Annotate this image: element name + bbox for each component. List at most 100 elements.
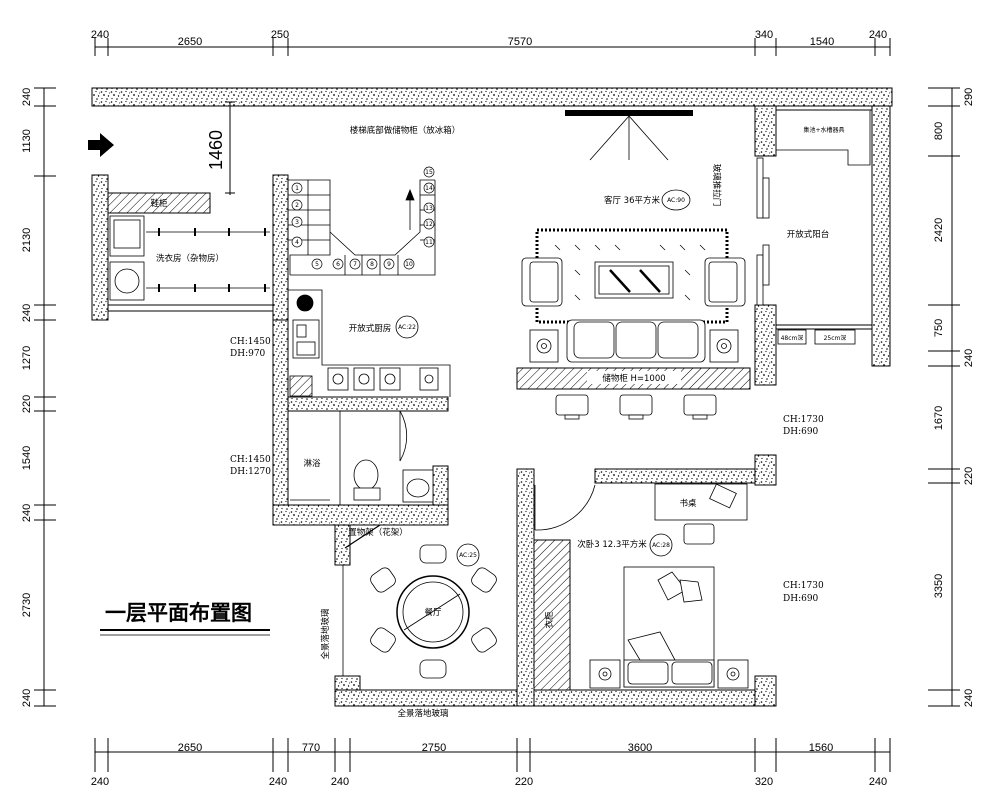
- dim-left-label: 1130: [21, 129, 33, 153]
- storage-cabinet-label: 储物柜 H=1000: [602, 373, 665, 384]
- stair-step: 1: [295, 185, 299, 192]
- dim-right-label: 1670: [933, 406, 945, 430]
- glass-wall-bottom-label: 全景落地玻璃: [397, 708, 449, 719]
- dimension-bottom-labels: 2650 770 2750 3600 1560 240 240 240 220 …: [91, 742, 887, 788]
- dim-top-label: 340: [755, 29, 773, 41]
- laundry-label: 洗衣房（杂物房）: [156, 253, 224, 264]
- kitchen-ch: CH:1450: [230, 337, 271, 347]
- stair-step: 15: [425, 169, 433, 176]
- dim-bottom-label: 220: [515, 776, 533, 788]
- kitchen-ac-badge: AC:22: [395, 315, 419, 339]
- drawing-title: 一层平面布置图: [105, 601, 252, 625]
- stair-step: 2: [295, 202, 299, 209]
- coffee-table: [594, 261, 674, 299]
- dim-bottom-label: 240: [869, 776, 887, 788]
- wardrobe-label: 衣柜: [544, 611, 555, 629]
- dimension-left-labels: 240 1130 2130 240 1270 220 1540 240 2730…: [21, 88, 33, 707]
- dim-right-label: 750: [933, 319, 945, 337]
- dim-left-label: 240: [21, 304, 33, 322]
- desk-area: [654, 483, 748, 545]
- dimension-top: [94, 38, 891, 56]
- balcony-box2: 25cm深: [824, 334, 847, 342]
- stair-step: 10: [405, 261, 413, 268]
- living-ac-badge: AC:90: [661, 189, 691, 211]
- dim-left-label: 2130: [21, 228, 33, 252]
- stair-step: 5: [315, 261, 319, 268]
- laundry-fixtures: [108, 215, 273, 312]
- bar-stools: [555, 394, 717, 420]
- bedroom-door: [534, 484, 596, 531]
- dim-left-label: 220: [21, 395, 33, 413]
- living-label: 客厅 36平方米: [604, 195, 661, 206]
- kitchen-dh: DH:970: [230, 349, 266, 359]
- stair-step: 13: [425, 205, 433, 212]
- wardrobe: [533, 539, 571, 691]
- walls: [91, 87, 893, 707]
- stair-step: 8: [370, 261, 374, 268]
- dining-ac: AC:25: [459, 552, 477, 559]
- right-ch2: CH:1730: [783, 581, 824, 591]
- dim-left-label: 240: [21, 689, 33, 707]
- dim-top-label: 250: [271, 29, 289, 41]
- stair-step: 7: [353, 261, 357, 268]
- dim-right-label: 2420: [933, 218, 945, 242]
- dim-bottom-label: 2750: [422, 742, 446, 754]
- stair-step: 6: [336, 261, 340, 268]
- hanger-rod-marks: [158, 228, 266, 292]
- shelf-line: [344, 524, 381, 549]
- balcony-note: 集池+水槽器具: [803, 126, 844, 134]
- dimension-left: [34, 87, 56, 707]
- stair-step: 3: [295, 219, 299, 226]
- glass-wall-left-label: 全景落地玻璃: [320, 608, 331, 660]
- stair-step: 4: [295, 239, 299, 246]
- bedroom-ac: AC:28: [652, 542, 670, 549]
- dimension-right-labels: 290 800 2420 750 240 1670 220 3350 240: [933, 88, 975, 707]
- dim-bottom-label: 240: [91, 776, 109, 788]
- shower-label: 淋浴: [303, 458, 321, 469]
- balcony-label: 开放式阳台: [787, 229, 830, 240]
- stair-step: 11: [425, 239, 433, 246]
- kitchen-label: 开放式厨房: [349, 323, 392, 334]
- dimension-right: [928, 87, 960, 707]
- dining-ac-badge: AC:25: [456, 543, 480, 567]
- ceiling-lamp-bar: [565, 110, 693, 116]
- dim-top-label: 240: [869, 29, 887, 41]
- dim-top-label: 1540: [810, 36, 834, 48]
- armchairs: [521, 257, 746, 307]
- dim-top-label: 240: [91, 29, 109, 41]
- dining-label: 餐厅: [424, 608, 442, 618]
- balcony-sink-area: [776, 110, 871, 345]
- sofa: [566, 319, 706, 363]
- stair-height-label: 1460: [206, 130, 226, 170]
- dimension-bottom: [94, 738, 891, 772]
- dim-left-label: 2730: [21, 593, 33, 617]
- bathroom-fixtures: [290, 410, 434, 505]
- dim-left-label: 240: [21, 88, 33, 106]
- shelf-label: 置物架（花架）: [348, 527, 408, 538]
- bed: [623, 566, 715, 688]
- dim-right-label: 290: [963, 88, 975, 106]
- stair-storage-label: 楼梯底部做储物柜（放冰箱）: [350, 125, 461, 136]
- ceiling-lamp-lines: [589, 115, 669, 161]
- dim-right-label: 240: [963, 689, 975, 707]
- dim-right-label: 3350: [933, 574, 945, 598]
- dim-bottom-label: 770: [302, 742, 320, 754]
- dim-bottom-label: 3600: [628, 742, 652, 754]
- glass-door-label: 玻璃推拉门: [711, 164, 722, 207]
- dim-top-label: 2650: [178, 36, 202, 48]
- side-tables: [529, 329, 739, 363]
- stair-step-numbers: 1 2 3 4 5 6 7 8 9 10 11 12 13 14 15: [291, 166, 435, 270]
- dim-top-label: 7570: [508, 36, 532, 48]
- dim-right-label: 240: [963, 349, 975, 367]
- dim-left-label: 1540: [21, 446, 33, 470]
- bath-ch: CH:1450: [230, 455, 271, 465]
- dimension-top-labels: 240 2650 250 7570 340 1540 240: [91, 29, 887, 48]
- stair-step: 14: [425, 185, 433, 192]
- bedroom-ac-badge: AC:28: [649, 533, 673, 557]
- dim-bottom-label: 320: [755, 776, 773, 788]
- kitchen-counter: [288, 289, 451, 397]
- kitchen-ac: AC:22: [398, 324, 416, 331]
- storage-cabinet-label-bg: [587, 371, 681, 384]
- balcony-box1: 48cm深: [781, 334, 804, 342]
